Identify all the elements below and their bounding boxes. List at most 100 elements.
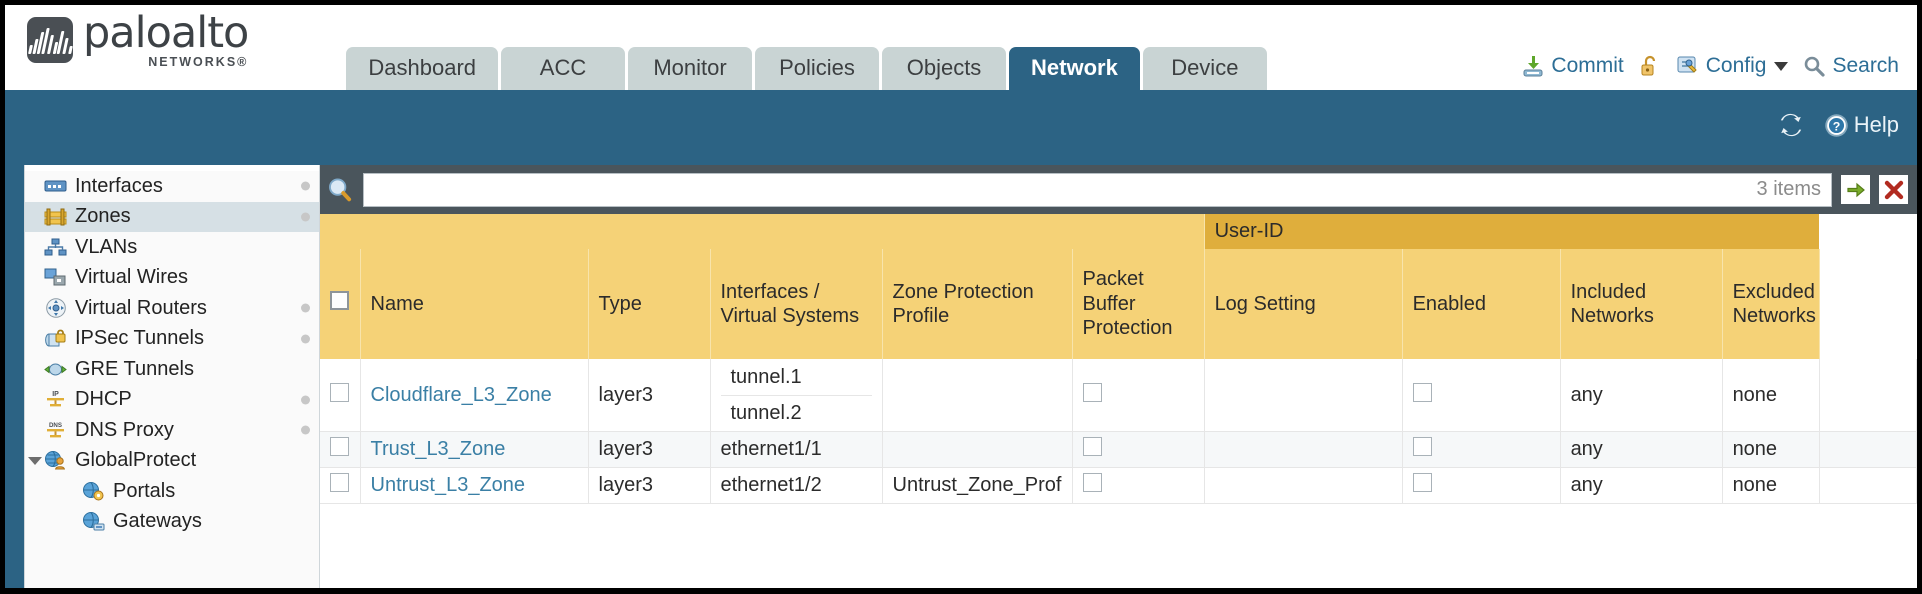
sub-header-band: ? Help bbox=[5, 90, 1917, 165]
tab-objects[interactable]: Objects bbox=[882, 47, 1007, 90]
cell-zone-protection-profile bbox=[882, 359, 1073, 432]
paloalto-waveform-logo-icon bbox=[27, 16, 73, 63]
row-checkbox[interactable] bbox=[330, 473, 349, 492]
row-checkbox[interactable] bbox=[330, 437, 349, 456]
sidebar-item-dhcp[interactable]: IP DHCP bbox=[25, 385, 319, 416]
brand-name: paloalto bbox=[83, 7, 249, 58]
userid-enabled-checkbox[interactable] bbox=[1412, 437, 1432, 456]
column-header-interfaces[interactable]: Interfaces / Virtual Systems bbox=[710, 249, 883, 359]
cell-included-networks: any bbox=[1560, 359, 1723, 432]
zone-name-link[interactable]: Untrust_L3_Zone bbox=[370, 474, 526, 496]
sidebar-label: GlobalProtect bbox=[75, 449, 197, 472]
sidebar-item-virtual-routers[interactable]: Virtual Routers bbox=[25, 293, 319, 324]
packet-buffer-protection-checkbox[interactable] bbox=[1082, 473, 1102, 492]
sidebar-status-dot bbox=[301, 181, 310, 191]
cell-log-setting bbox=[1204, 431, 1403, 468]
config-menu[interactable]: Config bbox=[1676, 54, 1789, 78]
virtual-wires-icon bbox=[43, 267, 68, 289]
tab-policies[interactable]: Policies bbox=[755, 47, 880, 90]
table-row[interactable]: Trust_L3_Zone layer3 ethernet1/1 bbox=[320, 431, 1917, 468]
svg-text:DNS: DNS bbox=[49, 422, 62, 429]
sidebar-item-dns-proxy[interactable]: DNS DNS Proxy bbox=[25, 415, 319, 446]
content-area: Interfaces Zones bbox=[5, 165, 1917, 588]
table-body: Cloudflare_L3_Zone layer3 tunnel.1 tunne… bbox=[320, 359, 1917, 504]
column-header-packet-buffer-protection[interactable]: Packet Buffer Protection bbox=[1072, 249, 1205, 359]
tab-device[interactable]: Device bbox=[1142, 47, 1267, 90]
config-wrench-icon bbox=[1677, 56, 1697, 73]
clear-filter-button[interactable] bbox=[1879, 175, 1908, 204]
commit-label: Commit bbox=[1551, 54, 1624, 77]
cell-packet-buffer-protection bbox=[1072, 431, 1205, 468]
commit-button[interactable]: Commit bbox=[1521, 54, 1624, 78]
packet-buffer-protection-checkbox[interactable] bbox=[1082, 382, 1102, 402]
tab-monitor[interactable]: Monitor bbox=[628, 47, 753, 90]
cell-zone-protection-profile: Untrust_Zone_Prof bbox=[882, 467, 1073, 504]
search-button[interactable]: Search bbox=[1802, 54, 1899, 78]
sidebar-item-interfaces[interactable]: Interfaces bbox=[25, 171, 319, 202]
userid-enabled-checkbox[interactable] bbox=[1412, 473, 1432, 492]
column-header-type[interactable]: Type bbox=[588, 249, 711, 359]
select-all-checkbox[interactable] bbox=[330, 291, 349, 311]
help-question-icon: ? bbox=[1825, 113, 1848, 137]
table-row[interactable]: Untrust_L3_Zone layer3 ethernet1/2 Untru… bbox=[320, 467, 1917, 504]
filter-search-input[interactable]: 3 items bbox=[363, 172, 1832, 207]
sidebar-item-gre-tunnels[interactable]: GRE Tunnels bbox=[25, 354, 319, 385]
ipsec-tunnels-icon bbox=[43, 328, 68, 350]
red-x-clear-icon bbox=[1884, 180, 1903, 199]
row-checkbox[interactable] bbox=[330, 382, 349, 402]
cell-name: Trust_L3_Zone bbox=[360, 431, 589, 468]
sidebar-label: IPSec Tunnels bbox=[75, 327, 204, 350]
brand-logo: paloalto NETWORKS® bbox=[5, 7, 249, 69]
tab-dashboard[interactable]: Dashboard bbox=[346, 47, 499, 90]
row-select-cell bbox=[320, 431, 361, 468]
vlans-icon bbox=[43, 236, 68, 258]
sidebar-label: Zones bbox=[75, 205, 131, 228]
sidebar-item-vlans[interactable]: VLANs bbox=[25, 232, 319, 263]
expand-collapse-triangle-icon[interactable] bbox=[28, 456, 42, 465]
zone-name-link[interactable]: Cloudflare_L3_Zone bbox=[370, 383, 552, 406]
sidebar-item-virtual-wires[interactable]: Virtual Wires bbox=[25, 263, 319, 294]
top-action-bar: Commit Config bbox=[1521, 54, 1917, 78]
sidebar-label: VLANs bbox=[75, 235, 138, 258]
tab-network[interactable]: Network bbox=[1009, 47, 1140, 90]
sub-header-actions: ? Help bbox=[1777, 111, 1899, 139]
cell-filler bbox=[1819, 467, 1917, 504]
select-all-header bbox=[320, 249, 361, 359]
apply-filter-button[interactable] bbox=[1841, 175, 1870, 204]
help-link[interactable]: ? Help bbox=[1823, 112, 1899, 139]
column-header-log-setting[interactable]: Log Setting bbox=[1204, 249, 1403, 359]
column-header-included-networks[interactable]: Included Networks bbox=[1560, 249, 1723, 359]
cell-userid-enabled bbox=[1402, 431, 1561, 468]
tab-acc[interactable]: ACC bbox=[501, 47, 626, 90]
packet-buffer-protection-checkbox[interactable] bbox=[1082, 437, 1102, 456]
column-header-zone-protection-profile[interactable]: Zone Protection Profile bbox=[882, 249, 1073, 359]
gateways-icon bbox=[81, 511, 106, 533]
sidebar-item-zones[interactable]: Zones bbox=[25, 201, 319, 232]
column-header-excluded-networks[interactable]: Excluded Networks bbox=[1722, 249, 1820, 359]
zone-name-link[interactable]: Trust_L3_Zone bbox=[370, 438, 506, 460]
dns-proxy-icon: DNS bbox=[43, 419, 68, 441]
virtual-routers-icon bbox=[43, 297, 68, 319]
left-sidebar: Interfaces Zones bbox=[24, 165, 320, 588]
sidebar-item-ipsec-tunnels[interactable]: IPSec Tunnels bbox=[25, 324, 319, 355]
config-label: Config bbox=[1705, 54, 1767, 77]
brand-subtitle: NETWORKS® bbox=[148, 54, 249, 69]
table-header-row: Name Type Interfaces / Virtual Systems Z… bbox=[320, 249, 1917, 359]
sidebar-item-globalprotect[interactable]: GlobalProtect bbox=[25, 446, 319, 477]
cell-interfaces: tunnel.1 tunnel.2 bbox=[710, 359, 883, 432]
unlock-padlock-icon bbox=[1641, 55, 1655, 76]
search-magnifier-icon[interactable] bbox=[326, 176, 354, 204]
refresh-icon[interactable] bbox=[1777, 111, 1805, 139]
sidebar-status-dot bbox=[301, 212, 310, 222]
sidebar-item-gateways[interactable]: Gateways bbox=[25, 507, 319, 538]
cell-excluded-networks: none bbox=[1722, 431, 1820, 468]
lock-button[interactable] bbox=[1638, 54, 1662, 78]
cell-filler bbox=[1819, 431, 1917, 468]
row-select-cell bbox=[320, 359, 361, 432]
zones-table-container: User-ID Name Type Interfaces / Virtual S… bbox=[320, 214, 1917, 588]
column-header-userid-enabled[interactable]: Enabled bbox=[1402, 249, 1561, 359]
sidebar-item-portals[interactable]: Portals bbox=[25, 476, 319, 507]
userid-enabled-checkbox[interactable] bbox=[1412, 382, 1432, 402]
column-header-name[interactable]: Name bbox=[360, 249, 589, 359]
cell-excluded-networks: none bbox=[1722, 359, 1820, 432]
